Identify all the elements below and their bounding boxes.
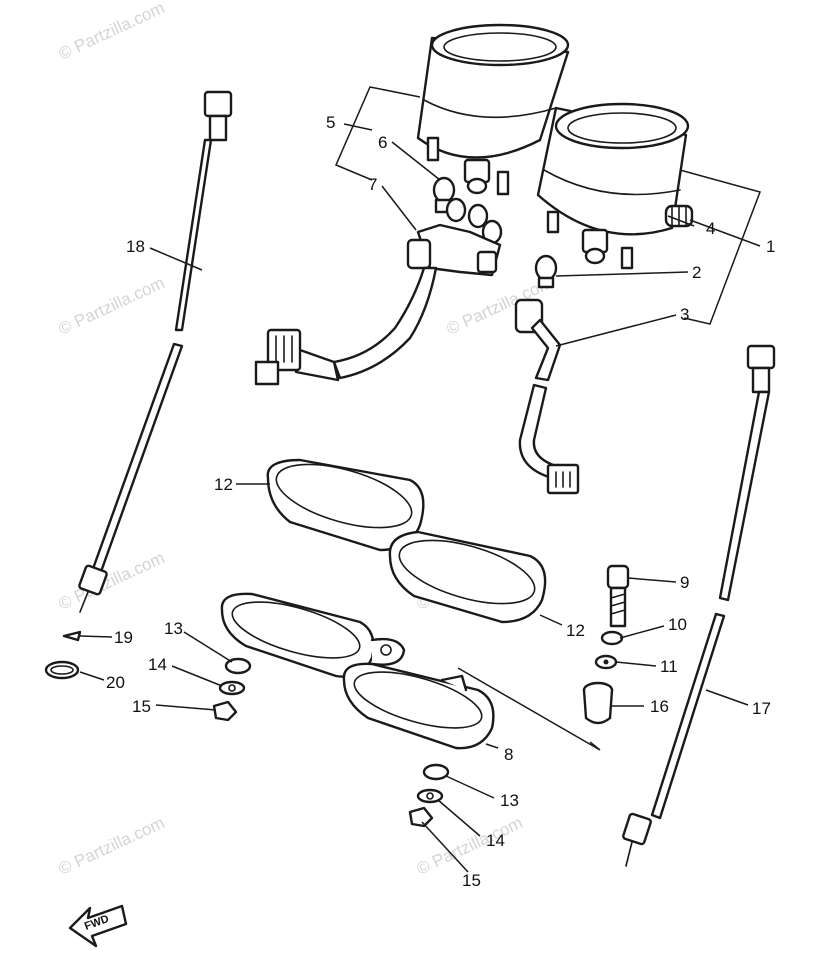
callout-5: 5 [326, 113, 335, 132]
callout-19: 19 [114, 628, 133, 647]
watermark: © Partzilla.com [56, 548, 168, 614]
callout-14a: 14 [148, 655, 167, 674]
callout-20: 20 [106, 673, 125, 692]
callout-7: 7 [368, 175, 377, 194]
callout-6: 6 [378, 133, 387, 152]
meter-left [416, 23, 570, 196]
callout-8: 8 [504, 745, 513, 764]
callout-9: 9 [680, 573, 689, 592]
watermark: © Partzilla.com [414, 813, 526, 879]
callout-13b: 13 [500, 791, 519, 810]
fasteners-left [212, 657, 252, 722]
callout-2: 2 [692, 263, 701, 282]
callout-10: 10 [668, 615, 687, 634]
socket-harness [254, 176, 503, 386]
callout-13a: 13 [164, 619, 183, 638]
cable-left [78, 90, 233, 613]
callout-15b: 15 [462, 871, 481, 890]
callout-17: 17 [752, 699, 771, 718]
callout-18: 18 [126, 237, 145, 256]
callouts: 1 2 3 4 5 6 7 8 9 10 11 12 12 13 13 14 1… [106, 113, 775, 890]
fasteners-bottom [408, 763, 450, 828]
watermark: © Partzilla.com [56, 813, 168, 879]
meter-covers [266, 458, 547, 624]
meter-right [536, 102, 694, 270]
callout-12a: 12 [214, 475, 233, 494]
bulb-socket-cord [514, 254, 580, 495]
callout-4: 4 [706, 219, 715, 238]
callout-1: 1 [766, 237, 775, 256]
callout-3: 3 [680, 305, 689, 324]
leader-lines [79, 123, 761, 873]
watermark: © Partzilla.com [56, 273, 168, 339]
cable-right [622, 344, 776, 867]
meter-case [220, 592, 495, 750]
watermark: © Partzilla.com [56, 0, 168, 64]
callout-12b: 12 [566, 621, 585, 640]
fwd-arrow: FWD [68, 904, 128, 948]
callout-14b: 14 [486, 831, 505, 850]
callout-15a: 15 [132, 697, 151, 716]
callout-11: 11 [660, 657, 678, 676]
small-parts [44, 630, 82, 680]
bolt-washer-damper [582, 564, 630, 725]
callout-16: 16 [650, 697, 669, 716]
